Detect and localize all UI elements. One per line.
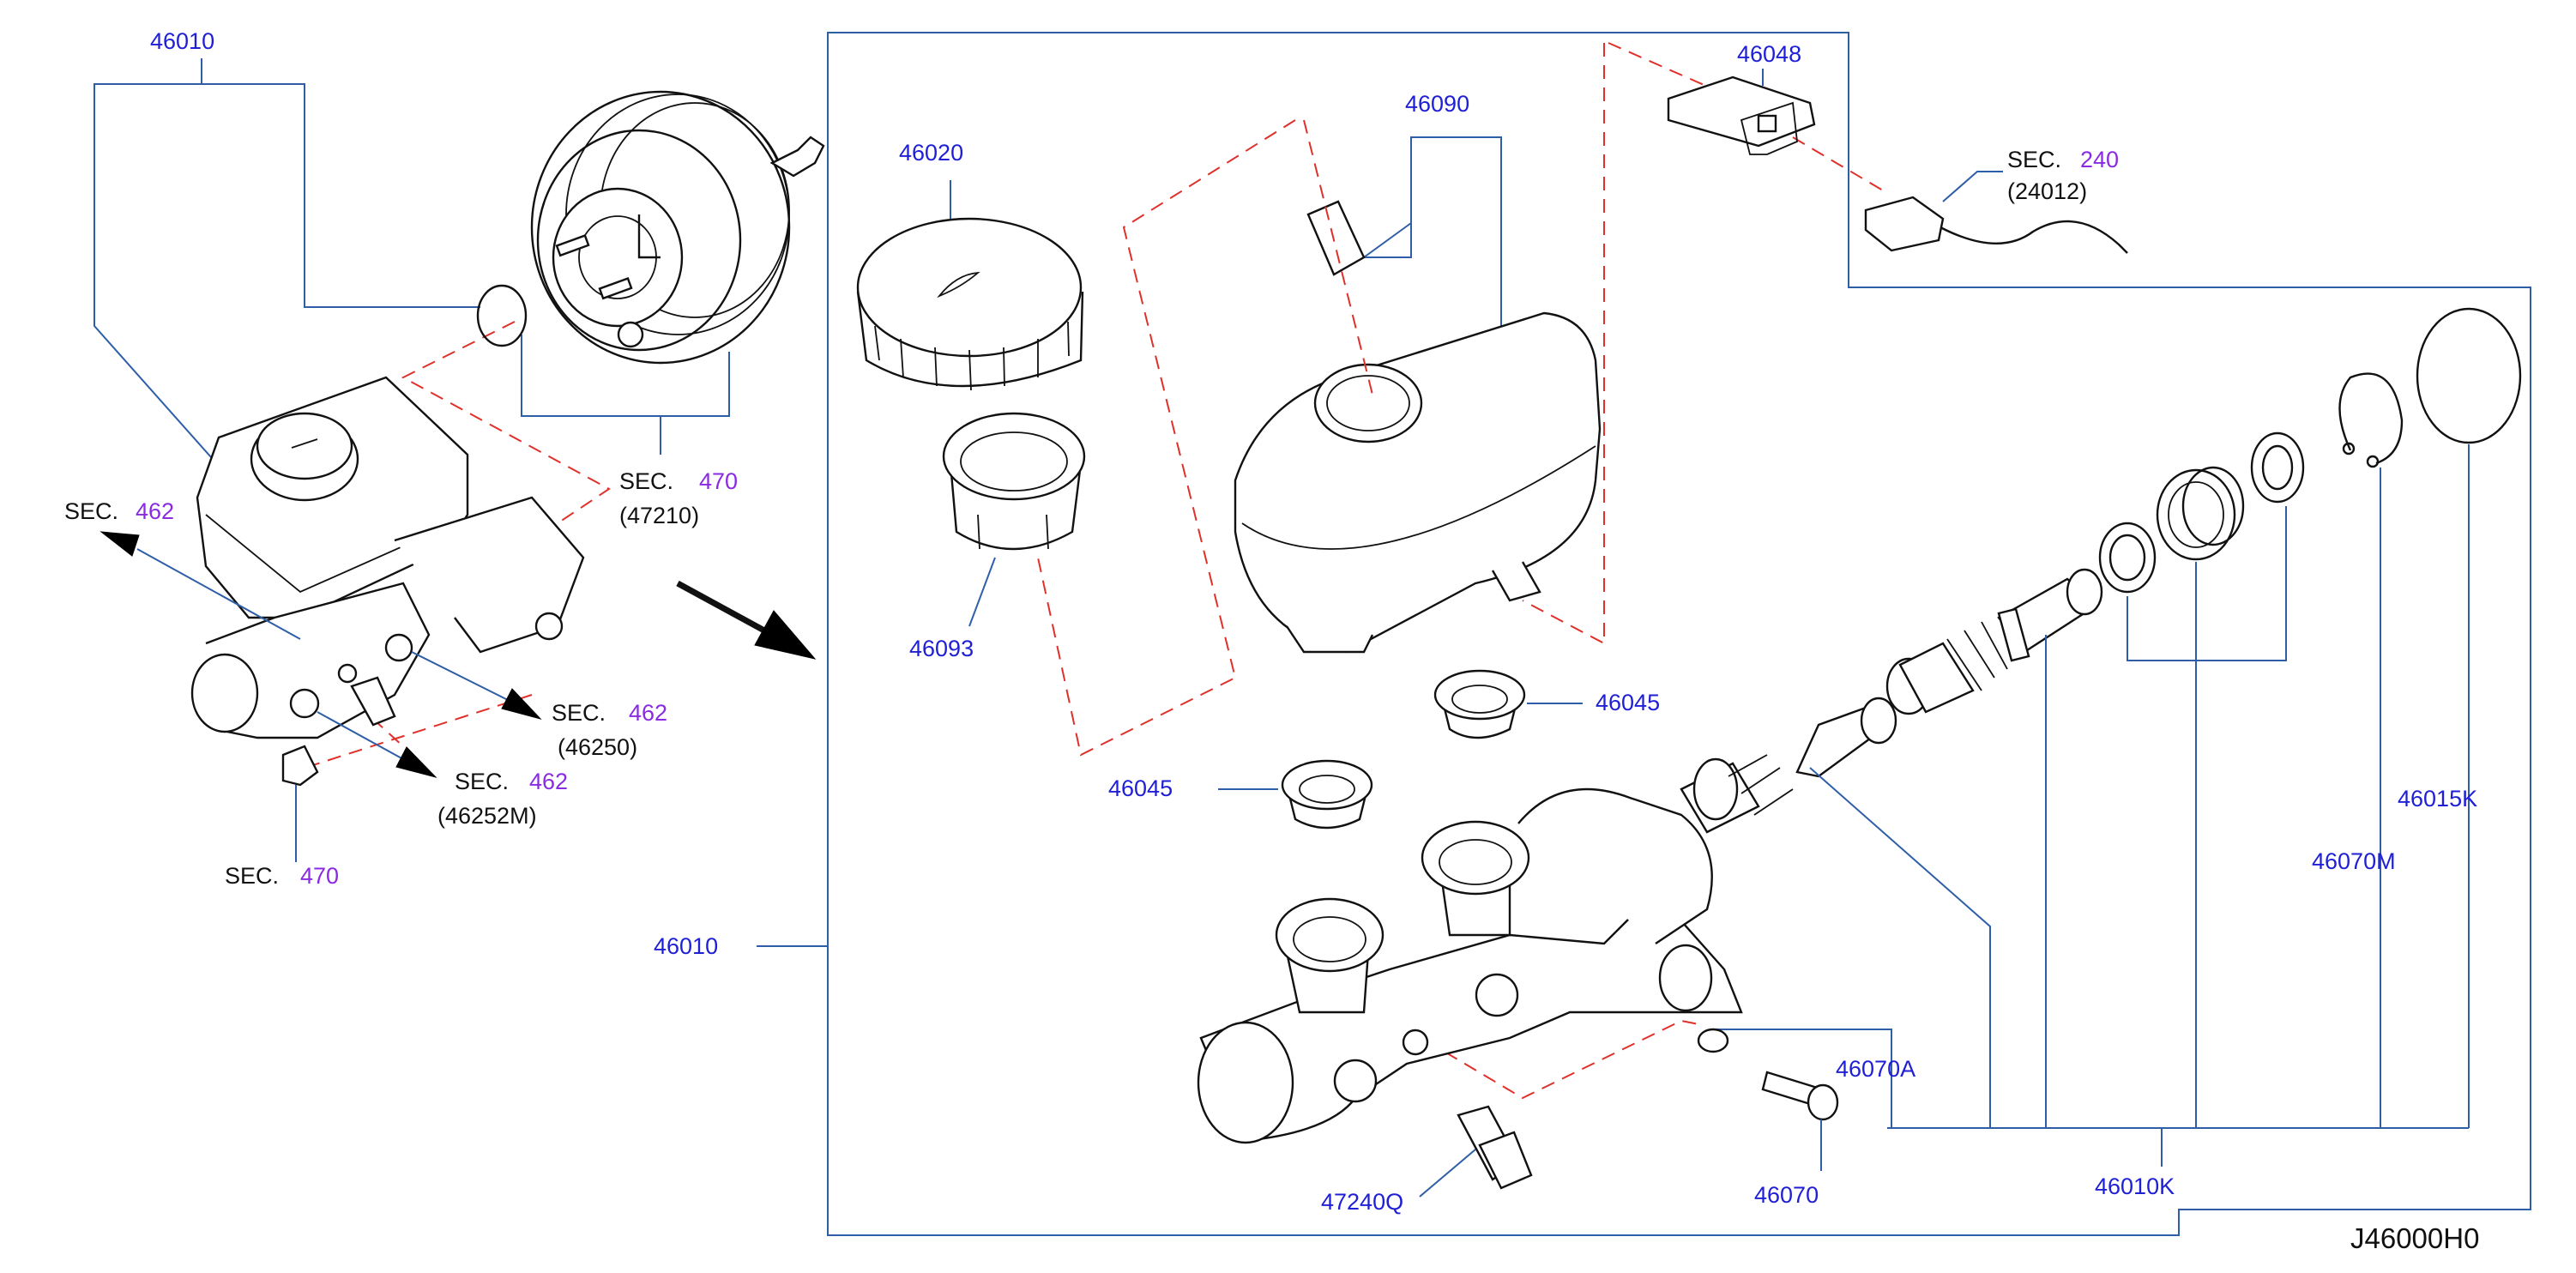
section-ref-harness: SEC. 240 (24012) — [2007, 147, 2119, 204]
phantom-reservoir-left — [1037, 119, 1296, 757]
arrow-left-462 — [100, 531, 140, 557]
section-ref-booster: SEC. 470 (47210) — [619, 468, 738, 528]
wiring-harness — [1864, 171, 2128, 254]
secondary-piston-assembly — [1680, 697, 1991, 1128]
label-46090: 46090 — [1405, 91, 1469, 117]
port-seal-upper — [1433, 669, 1583, 739]
arrow-to-detail-shaft — [676, 580, 774, 638]
leader-46070A — [1716, 1029, 1921, 1129]
svg-text:470: 470 — [699, 468, 738, 494]
svg-text:SEC.: SEC. — [552, 700, 606, 726]
phantom-connector — [1608, 42, 1888, 194]
port-seal-lower — [1218, 759, 1373, 830]
leader-46010K-bracket — [1887, 444, 2470, 1129]
arrow-46252M — [395, 746, 437, 778]
booster-o-ring — [476, 284, 528, 347]
label-46048: 46048 — [1737, 41, 1801, 67]
leader-booster — [521, 335, 730, 455]
section-ref-46252M: SEC. 462 (46252M) — [437, 769, 568, 829]
label-46070: 46070 — [1754, 1182, 1819, 1208]
reservoir-cap — [856, 180, 1084, 391]
svg-text:462: 462 — [136, 498, 174, 524]
svg-text:SEC.: SEC. — [64, 498, 118, 524]
svg-text:SEC.: SEC. — [455, 769, 509, 794]
piston-stopper — [2250, 431, 2305, 504]
reservoir-tank — [1234, 136, 1602, 654]
svg-text:(46250): (46250) — [558, 734, 637, 760]
reservoir-strainer — [942, 412, 1086, 627]
detail-frame — [827, 32, 2531, 1236]
section-ref-left-line: SEC. 462 — [64, 498, 174, 524]
svg-text:462: 462 — [529, 769, 568, 794]
stopper-pin — [1761, 1071, 1839, 1171]
sensor-connector — [1667, 69, 1816, 155]
primary-piston-assembly — [1885, 568, 2103, 1128]
svg-text:470: 470 — [300, 863, 339, 889]
svg-text:(24012): (24012) — [2007, 178, 2087, 204]
label-46045-upper: 46045 — [1596, 690, 1660, 715]
master-cylinder-body — [1197, 787, 1743, 1144]
pressure-switch — [1419, 1105, 1533, 1198]
large-o-ring — [2416, 307, 2522, 444]
guide-seal — [2156, 466, 2245, 561]
svg-text:(47210): (47210) — [619, 503, 699, 528]
label-46010-top: 46010 — [150, 28, 214, 54]
leader-46010-top — [94, 58, 480, 481]
phantom-switch — [1406, 1019, 1704, 1100]
label-46020: 46020 — [899, 140, 963, 166]
leader-46252M — [317, 711, 404, 760]
svg-text:SEC.: SEC. — [225, 863, 279, 889]
label-46045-lower: 46045 — [1108, 775, 1173, 801]
section-ref-nut: SEC. 470 — [225, 863, 339, 889]
section-ref-46250: SEC. 462 (46250) — [552, 700, 667, 760]
label-46093: 46093 — [909, 636, 974, 661]
svg-text:462: 462 — [629, 700, 667, 726]
svg-text:SEC.: SEC. — [2007, 147, 2061, 172]
label-46070A: 46070A — [1836, 1056, 1915, 1082]
leader-left-462 — [136, 548, 301, 640]
overview-master-cylinder — [190, 376, 585, 787]
arrow-46250 — [501, 688, 542, 720]
label-46015K: 46015K — [2398, 786, 2477, 811]
pin-seal — [1697, 1028, 1729, 1053]
svg-text:(46252M): (46252M) — [437, 803, 537, 829]
snap-ring — [2338, 372, 2404, 468]
label-46070M: 46070M — [2312, 848, 2396, 874]
piston-cup — [2098, 522, 2157, 594]
label-46010-left: 46010 — [654, 933, 718, 959]
leader-46250 — [411, 651, 516, 704]
arrow-to-detail-head — [754, 610, 817, 660]
diagram-code: J46000H0 — [2350, 1222, 2479, 1254]
phantom-reservoir-right — [1303, 43, 1605, 645]
svg-text:240: 240 — [2080, 147, 2119, 172]
overview-assembly — [94, 58, 825, 862]
label-46010K: 46010K — [2095, 1173, 2175, 1199]
label-47240Q: 47240Q — [1321, 1189, 1403, 1215]
svg-text:SEC.: SEC. — [619, 468, 673, 494]
brake-booster — [530, 90, 825, 365]
